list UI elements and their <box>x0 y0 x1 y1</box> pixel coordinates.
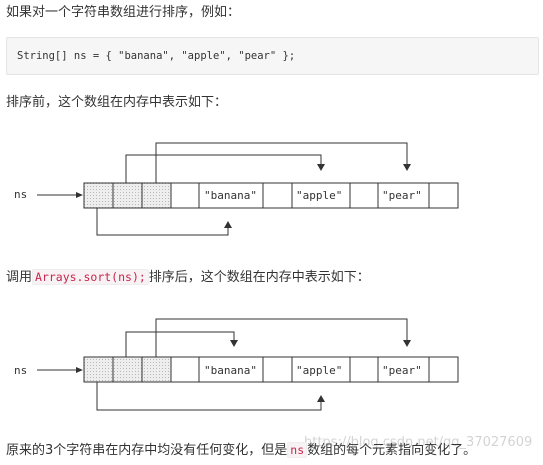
heap-gap-0 <box>170 356 200 383</box>
heap-gap-0 <box>170 182 200 209</box>
ref-cell-1 <box>112 356 143 383</box>
intro-paragraph: 如果对一个字符串数组进行排序，例如： <box>6 5 241 20</box>
pointer-arrows <box>96 142 408 236</box>
after-sort-suffix: 排序后，这个数组在内存中表示如下： <box>148 270 370 285</box>
inline-code-arrays-sort: Arrays.sort(ns); <box>32 269 149 285</box>
string-value-banana: "banana" <box>204 189 257 202</box>
pointer-1-to-apple <box>125 154 322 183</box>
string-value-pear: "pear" <box>382 189 422 202</box>
string-value-apple: "apple" <box>296 364 342 377</box>
pointer-2-to-pear <box>155 318 408 357</box>
before-sort-paragraph: 排序前，这个数组在内存中表示如下： <box>6 95 228 110</box>
string-cell-pear <box>377 182 430 209</box>
pointer-0-to-apple <box>96 382 322 411</box>
pointer-2-to-pear <box>155 142 408 183</box>
ref-cell-2 <box>141 356 172 383</box>
watermark: https://blog.csdn.net/qq_37027609 <box>304 435 533 450</box>
string-value-banana: "banana" <box>204 364 257 377</box>
array-cells <box>83 356 459 383</box>
array-cells <box>83 182 459 209</box>
after-sort-prefix: 调用 <box>6 270 33 285</box>
memory-diagram-after: ns "banana" "apple" "pear" <box>0 308 543 418</box>
pointer-0-to-banana <box>96 208 229 236</box>
string-value-pear: "pear" <box>382 364 422 377</box>
heap-gap-1 <box>262 182 293 209</box>
pointer-arrows <box>96 318 408 411</box>
arrow-heads <box>230 340 411 402</box>
ns-arrow <box>37 367 83 373</box>
variable-label-ns: ns <box>14 364 27 377</box>
heap-gap-2 <box>349 356 379 383</box>
string-cell-apple <box>291 356 351 383</box>
heap-gap-3 <box>428 356 459 383</box>
string-cell-banana <box>198 356 264 383</box>
string-cell-pear <box>377 356 430 383</box>
conclusion-prefix: 原来的3个字符串在内存中均没有任何变化，但是 <box>6 443 288 458</box>
ref-cell-1 <box>112 182 143 209</box>
heap-gap-2 <box>349 182 379 209</box>
code-block: String[] ns = { "banana", "apple", "pear… <box>6 37 539 75</box>
ref-cell-2 <box>141 182 172 209</box>
variable-label-ns: ns <box>14 188 27 201</box>
string-value-apple: "apple" <box>296 189 342 202</box>
inline-code-ns: ns <box>287 442 308 458</box>
ref-cell-0 <box>83 356 114 383</box>
heap-gap-3 <box>428 182 459 209</box>
conclusion-suffix: 数组的每个元素指向变化了。 <box>307 443 477 458</box>
pointer-1-to-banana <box>125 331 235 357</box>
ns-arrow <box>37 192 83 198</box>
arrow-heads <box>224 164 411 228</box>
code-line: String[] ns = { "banana", "apple", "pear… <box>17 50 296 62</box>
memory-diagram-before: ns "banana" "apple" "pear" <box>0 135 543 245</box>
heap-gap-1 <box>262 356 293 383</box>
ref-cell-0 <box>83 182 114 209</box>
